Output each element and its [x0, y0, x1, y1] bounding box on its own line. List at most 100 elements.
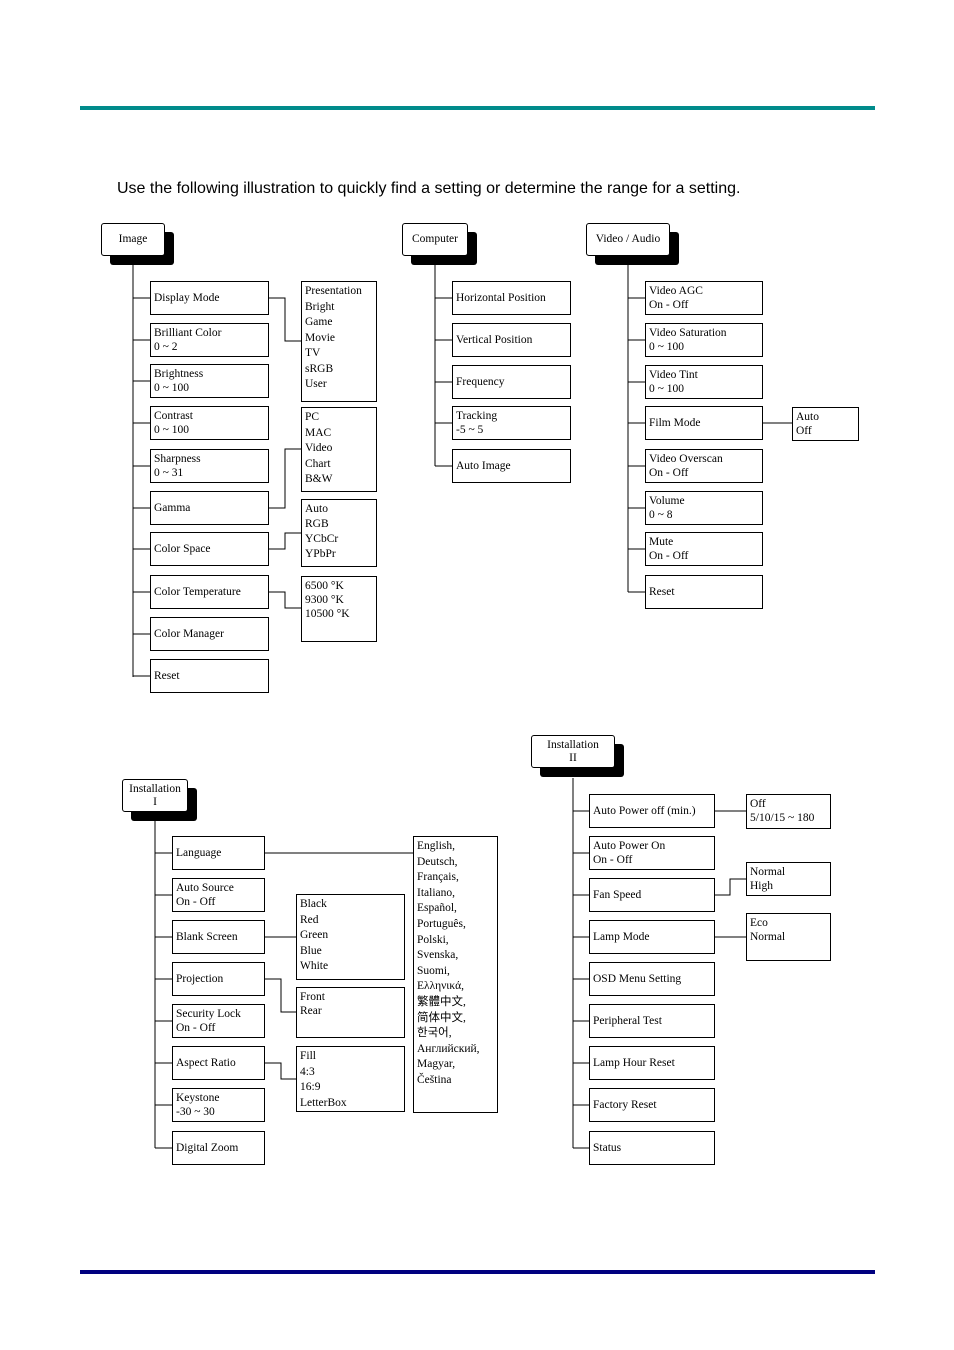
menu-item-label: Lamp Hour Reset — [593, 1057, 675, 1069]
installation-2-item-lamp-mode[interactable]: Lamp Mode — [589, 920, 715, 954]
option-value: RGB — [305, 518, 329, 530]
option-value: Green — [300, 929, 329, 941]
menu-item-label: Language — [176, 847, 222, 859]
menu-item-label: Brightness — [154, 368, 204, 380]
video-audio-item-video-agc[interactable]: Video AGC On - Off — [645, 281, 763, 315]
option-value: 简体中文, — [417, 1011, 466, 1024]
image-menu-header[interactable]: Image — [101, 223, 174, 265]
option-value: Svenska, — [417, 949, 459, 962]
option-value: PC — [305, 411, 320, 423]
video-audio-item-reset[interactable]: Reset — [645, 575, 763, 609]
menu-item-label: Gamma — [154, 502, 191, 514]
header-label: Image — [118, 233, 148, 245]
computer-item-frequency[interactable]: Frequency — [452, 365, 571, 399]
computer-item-auto-image[interactable]: Auto Image — [452, 449, 571, 483]
option-value: 16:9 — [300, 1081, 321, 1093]
option-value: Black — [300, 898, 327, 910]
header-face: Image — [101, 223, 165, 256]
installation-1-item-projection[interactable]: Projection — [172, 962, 265, 996]
computer-menu-header[interactable]: Computer — [402, 223, 477, 265]
option-value: YPbPr — [305, 548, 336, 560]
option-value: English, — [417, 840, 456, 852]
option-value: Off — [750, 798, 766, 810]
image-item-display-mode[interactable]: Display Mode — [150, 281, 269, 315]
menu-item-label: Auto Power On — [593, 840, 666, 852]
menu-item-label: Sharpness — [154, 453, 201, 465]
option-value: Movie — [305, 331, 336, 344]
image-item-color-manager[interactable]: Color Manager — [150, 617, 269, 651]
image-item-color-space[interactable]: Color Space — [150, 532, 269, 566]
option-value: YCbCr — [305, 533, 339, 545]
installation-2-item-lamp-hour-reset[interactable]: Lamp Hour Reset — [589, 1046, 715, 1080]
image-item-gamma[interactable]: Gamma — [150, 491, 269, 525]
installation-1-item-language[interactable]: Language — [172, 836, 265, 870]
option-value: 6500 °K — [305, 580, 344, 592]
menu-item-label: Video Saturation — [649, 327, 727, 339]
installation-2-item-peripheral-test[interactable]: Peripheral Test — [589, 1004, 715, 1038]
header-label: Installation — [547, 738, 599, 751]
video-audio-item-film-mode[interactable]: Film Mode — [645, 406, 763, 440]
menu-item-label: Horizontal Position — [456, 292, 546, 304]
option-value: Blue — [300, 944, 322, 957]
menu-item-label: Volume — [649, 495, 685, 507]
video-audio-menu-header[interactable]: Video / Audio — [586, 223, 679, 265]
color-temperature-connector — [269, 591, 301, 609]
installation-1-item-keystone[interactable]: Keystone-30 ~ 30 — [172, 1088, 265, 1122]
menu-item-label: Film Mode — [649, 417, 701, 429]
menu-item-label: Factory Reset — [593, 1099, 657, 1111]
option-value: 10500 °K — [305, 608, 350, 620]
fan-speed-connector — [715, 878, 746, 896]
installation-1-item-blank-screen[interactable]: Blank Screen — [172, 920, 265, 954]
menu-item-label: Projection — [176, 973, 224, 985]
computer-item-tracking[interactable]: Tracking-5 ~ 5 — [452, 406, 571, 440]
option-value: Español, — [417, 902, 457, 915]
option-value: Chart — [305, 457, 331, 470]
installation-2-item-osd-menu-setting[interactable]: OSD Menu Setting — [589, 962, 715, 996]
header-label: II — [569, 751, 577, 764]
installation-2-item-fan-speed[interactable]: Fan Speed — [589, 878, 715, 912]
image-item-reset[interactable]: Reset — [150, 659, 269, 693]
menu-item-label: Aspect Ratio — [176, 1057, 236, 1069]
option-value: B&W — [305, 473, 333, 485]
image-item-brightness[interactable]: Brightness 0 ~ 100 — [150, 364, 269, 398]
installation-1-item-aspect-ratio[interactable]: Aspect Ratio — [172, 1046, 265, 1080]
menu-item-value: On - Off — [649, 550, 689, 562]
menu-item-label: Fan Speed — [593, 889, 642, 901]
option-value: High — [750, 880, 773, 892]
installation-1-item-digital-zoom[interactable]: Digital Zoom — [172, 1131, 265, 1165]
installation-2-item-factory-reset[interactable]: Factory Reset — [589, 1088, 715, 1122]
menu-item-label: Status — [593, 1142, 622, 1154]
computer-item-horizontal-position[interactable]: Horizontal Position — [452, 281, 571, 315]
menu-item-label: Video Tint — [649, 369, 698, 381]
option-value: Off — [796, 425, 812, 437]
installation-2-item-auto-power-off-min[interactable]: Auto Power off (min.) — [589, 794, 715, 828]
menu-item-value: On - Off — [649, 299, 689, 311]
gamma-connector — [269, 448, 301, 509]
image-item-color-temperature[interactable]: Color Temperature — [150, 575, 269, 609]
header-face: Computer — [402, 223, 468, 256]
menu-item-label: Video AGC — [649, 285, 703, 297]
installation-2-item-status[interactable]: Status — [589, 1131, 715, 1165]
header-label: Video / Audio — [595, 233, 661, 245]
computer-item-vertical-position[interactable]: Vertical Position — [452, 323, 571, 357]
option-value: Rear — [300, 1005, 322, 1017]
option-value: 9300 °K — [305, 594, 344, 606]
menu-item-value: 0 ~ 100 — [154, 382, 189, 394]
